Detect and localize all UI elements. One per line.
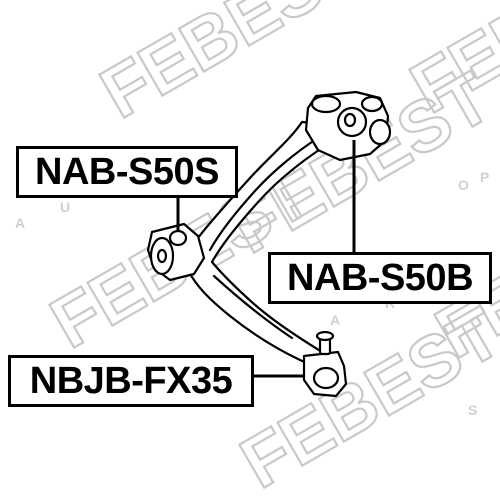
- watermark-letter: O: [458, 177, 469, 193]
- front-bushing-sleeve: [168, 229, 188, 247]
- front-bushing-hole: [156, 248, 168, 264]
- part-label-rear-bushing: NAB-S50B: [268, 252, 492, 304]
- rear-bushing-sleeve: [368, 118, 392, 146]
- ball-joint-nut: [315, 330, 335, 342]
- rear-bushing-hole: [343, 112, 357, 128]
- watermark-letter: S: [468, 402, 477, 418]
- watermark-letter: A: [330, 312, 340, 328]
- watermark-letter: P: [480, 169, 489, 185]
- ball-joint-boot: [312, 366, 340, 390]
- arm-rib: [212, 274, 294, 340]
- part-label-ball-joint: NBJB-FX35: [8, 355, 254, 407]
- watermark-letter: U: [60, 199, 70, 215]
- part-label-front-bushing: NAB-S50S: [16, 146, 238, 198]
- leader-lines: [176, 140, 356, 378]
- watermark-layer: FEBEST FEBEST FEBEST FEBEST FEBEST FEBES…: [15, 0, 500, 500]
- watermark-letter: A: [15, 215, 25, 231]
- arm-rib: [208, 136, 320, 252]
- control-arm: [146, 90, 392, 398]
- rear-bushing-sleeve: [360, 95, 384, 113]
- rear-bushing-sleeve: [310, 94, 342, 114]
